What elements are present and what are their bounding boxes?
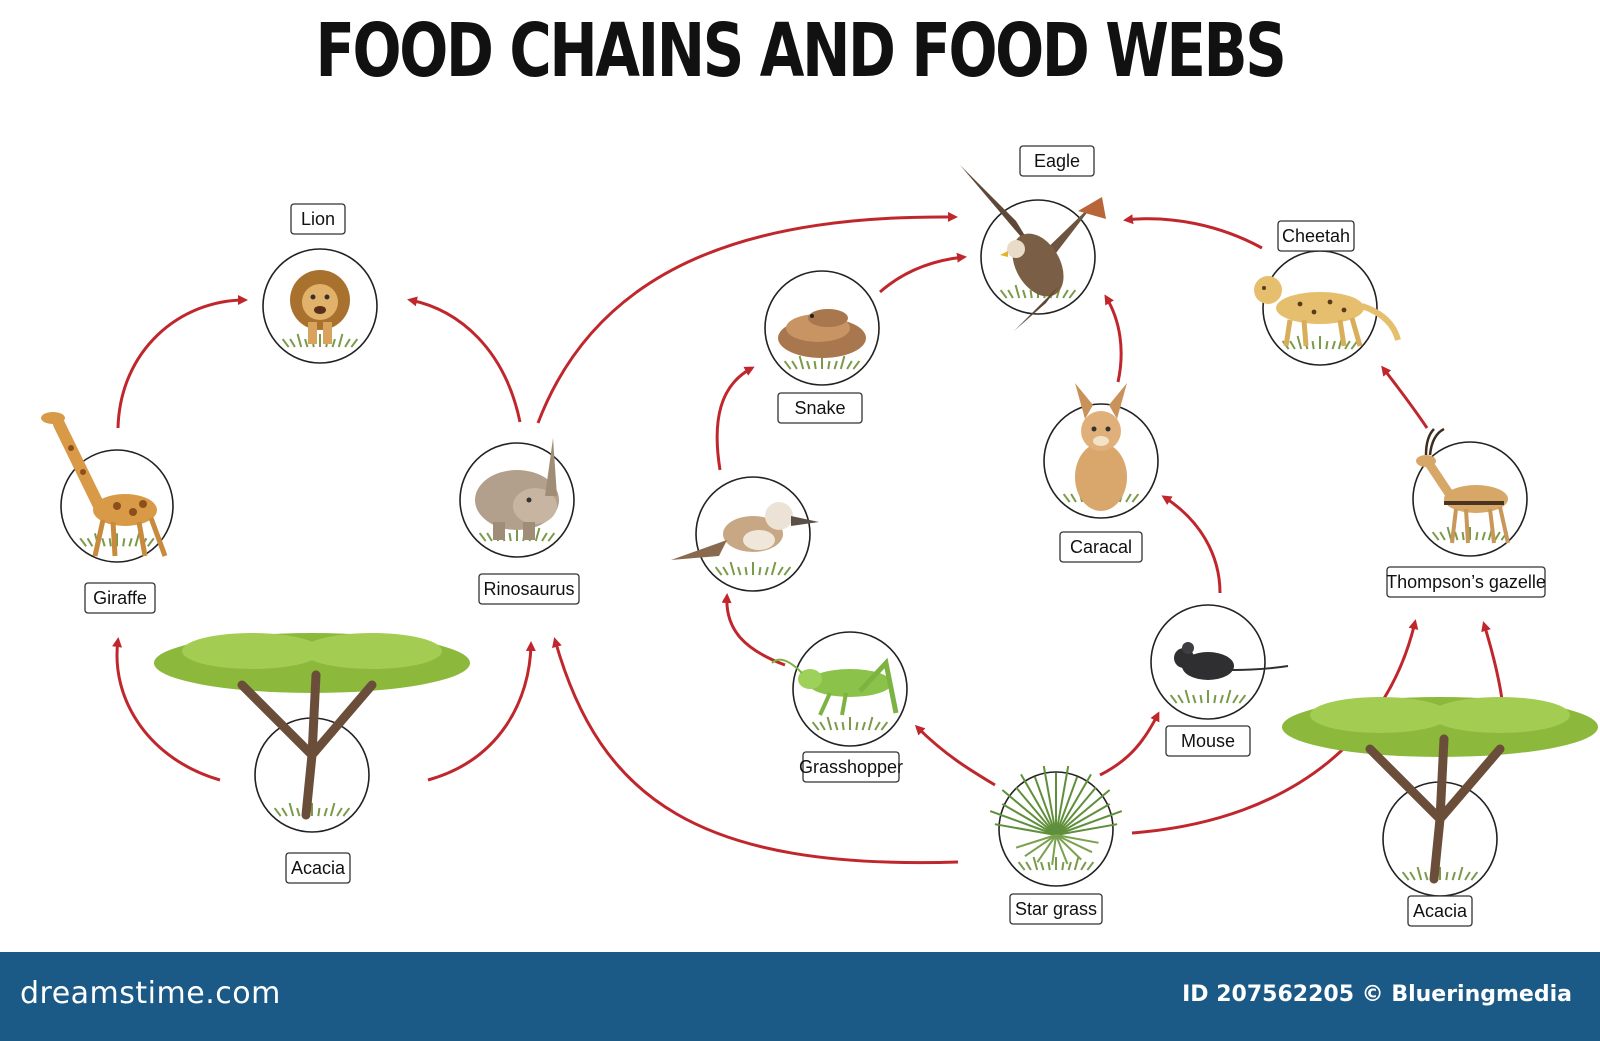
- caracal-icon: [1075, 383, 1127, 511]
- label-text: Eagle: [1034, 151, 1080, 171]
- label-box: [777, 392, 863, 424]
- arrow-snake-to-eagle: [879, 252, 967, 294]
- node-caracal: Caracal: [1043, 383, 1159, 563]
- label-text: Acacia: [1413, 901, 1468, 921]
- label-box: [84, 582, 156, 614]
- arrow-stargrass-to-mouse: [1099, 711, 1160, 777]
- arrow-cheetah-to-eagle: [1123, 214, 1263, 250]
- node-label: Grasshopper: [799, 751, 903, 783]
- node-eagle: Eagle: [960, 145, 1106, 331]
- node-label: Acacia: [1407, 895, 1473, 927]
- lion-icon: [290, 270, 350, 344]
- node-label: Mouse: [1165, 725, 1251, 757]
- acacia-tree-icon: [1282, 697, 1598, 884]
- label-text: Star grass: [1015, 899, 1097, 919]
- label-text: Rinosaurus: [483, 579, 574, 599]
- label-box: [1059, 531, 1143, 563]
- node-label: Giraffe: [84, 582, 156, 614]
- label-box: [1165, 725, 1251, 757]
- node-label: Caracal: [1059, 531, 1143, 563]
- node-stargrass: Star grass: [989, 765, 1123, 925]
- label-text: Giraffe: [93, 588, 147, 608]
- node-lion: Lion: [262, 203, 378, 364]
- node-acacia1: Acacia: [154, 633, 470, 884]
- label-text: Cheetah: [1282, 226, 1350, 246]
- page-title: FOOD CHAINS AND FOOD WEBS: [315, 8, 1286, 94]
- label-box: [478, 573, 580, 605]
- acacia-tree-icon: [154, 633, 470, 820]
- arrow-stargrass-to-grasshopper: [914, 724, 996, 787]
- food-web-diagram: Lion Giraffe Rinosaurus Acacia Eagl: [41, 145, 1598, 927]
- nodes-layer: Lion Giraffe Rinosaurus Acacia Eagl: [41, 145, 1598, 927]
- node-label: Lion: [290, 203, 346, 235]
- node-rhino: Rinosaurus: [459, 438, 580, 605]
- footer-bar: dreamstime.com ID 207562205 © Blueringme…: [0, 952, 1600, 1041]
- arrow-bird-to-snake: [715, 366, 755, 471]
- label-text: Lion: [301, 209, 335, 229]
- label-box: [1386, 566, 1546, 598]
- node-gazelle: Thompson’s gazelle: [1386, 427, 1546, 598]
- rhinoceros-icon: [475, 438, 559, 540]
- label-text: Grasshopper: [799, 757, 903, 777]
- node-grasshopper: Grasshopper: [771, 631, 908, 783]
- mouse-icon: [1174, 642, 1289, 680]
- label-box: [802, 751, 900, 783]
- arrow-acacia1-to-rhino: [427, 641, 536, 782]
- label-text: Mouse: [1181, 731, 1235, 751]
- arrow-stargrass-to-rhino: [552, 637, 959, 865]
- giraffe-icon: [41, 412, 168, 557]
- label-box: [1019, 145, 1095, 177]
- node-giraffe: Giraffe: [41, 412, 174, 614]
- node-mouse: Mouse: [1150, 604, 1289, 757]
- label-box: [1277, 220, 1355, 252]
- node-bird: [671, 476, 819, 592]
- node-label: Acacia: [285, 852, 351, 884]
- arrow-mouse-to-caracal: [1161, 495, 1222, 594]
- node-label: Thompson’s gazelle: [1386, 566, 1546, 598]
- grasshopper-icon: [771, 657, 899, 716]
- kookaburra-bird-icon: [671, 502, 819, 560]
- node-label: Snake: [777, 392, 863, 424]
- cheetah-icon: [1254, 276, 1401, 347]
- node-acacia2: Acacia: [1282, 697, 1598, 927]
- eagle-icon: [960, 165, 1106, 331]
- arrow-rhino-to-eagle: [536, 211, 958, 424]
- snake-icon: [778, 309, 866, 358]
- label-box: [290, 203, 346, 235]
- node-cheetah: Cheetah: [1254, 220, 1401, 366]
- node-label: Cheetah: [1277, 220, 1355, 252]
- node-label: Star grass: [1009, 893, 1103, 925]
- label-box: [1009, 893, 1103, 925]
- arrow-grasshopper-to-bird: [721, 593, 786, 667]
- label-text: Snake: [794, 398, 845, 418]
- label-box: [285, 852, 351, 884]
- label-text: Thompson’s gazelle: [1386, 572, 1546, 592]
- arrow-rhino-to-lion: [407, 296, 522, 423]
- footer-credit: ID 207562205 © Blueringmedia: [1182, 982, 1572, 1007]
- label-text: Acacia: [291, 858, 346, 878]
- arrows-layer: [112, 211, 1507, 865]
- node-label: Eagle: [1019, 145, 1095, 177]
- label-text: Caracal: [1070, 537, 1132, 557]
- arrow-stargrass-to-gazelle: [1131, 619, 1419, 835]
- star-grass-icon: [989, 765, 1123, 866]
- arrow-gazelle-to-cheetah: [1381, 365, 1429, 429]
- arrow-giraffe-to-lion: [116, 295, 248, 429]
- footer-site-name[interactable]: dreamstime.com: [20, 976, 281, 1011]
- arrow-caracal-to-eagle: [1104, 294, 1123, 383]
- node-snake: Snake: [764, 270, 880, 424]
- arrow-acacia1-to-giraffe: [112, 637, 221, 782]
- node-label: Rinosaurus: [478, 573, 580, 605]
- label-box: [1407, 895, 1473, 927]
- gazelle-icon: [1416, 427, 1510, 544]
